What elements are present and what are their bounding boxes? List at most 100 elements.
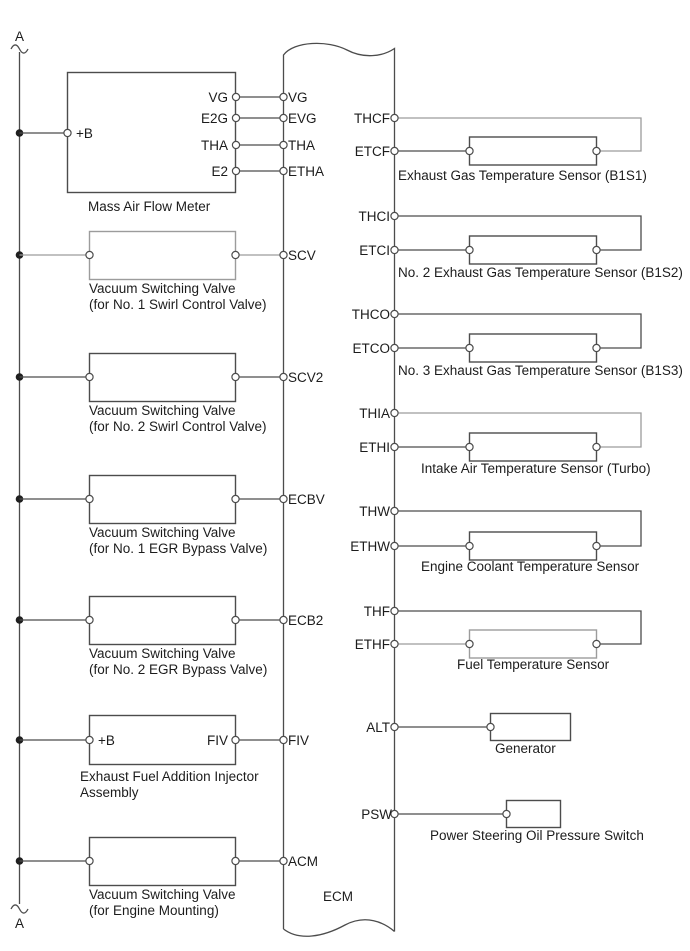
pin: [390, 113, 399, 123]
ecm-pin-label: FIV: [288, 733, 309, 748]
vsv-scv2-group: SCV2 Vacuum Switching Valve (for No. 2 S…: [19, 352, 323, 434]
ecm-pin-label: PSW: [361, 807, 392, 822]
break-tilde-top: [10, 44, 29, 54]
component-caption: Power Steering Oil Pressure Switch: [430, 828, 644, 843]
sensor-box: [468, 432, 598, 462]
egt-sensor-1-group: THCF ETCF Exhaust Gas Temperature Sensor…: [354, 111, 647, 183]
pin: [63, 128, 72, 138]
component-box: [88, 230, 237, 281]
ecm-outline: [282, 42, 396, 937]
pin: [279, 250, 288, 260]
sensor-caption: Exhaust Gas Temperature Sensor (B1S1): [398, 168, 647, 183]
pin: [279, 494, 288, 504]
iat-sensor-group: THIA ETHI Intake Air Temperature Sensor …: [359, 406, 650, 476]
pin: [231, 166, 241, 176]
pin: [279, 615, 288, 625]
pin: [592, 245, 601, 255]
component-caption-line2: (for No. 2 Swirl Control Valve): [89, 419, 267, 434]
component-box: [88, 352, 237, 403]
connector-label-bottom: A: [15, 916, 24, 931]
component-caption-line2: (for No. 1 Swirl Control Valve): [89, 297, 267, 312]
component-box: [505, 799, 562, 829]
pin: [592, 541, 601, 551]
ecm-pin-label: ECBV: [288, 492, 325, 507]
pin: [465, 639, 474, 649]
component-caption-line1: Vacuum Switching Valve: [89, 887, 236, 902]
egt-sensor-2-group: THCI ETCI No. 2 Exhaust Gas Temperature …: [359, 209, 683, 280]
pin: [231, 735, 240, 745]
pin: [592, 442, 601, 452]
pin: [279, 166, 288, 176]
pin: [85, 494, 94, 504]
pin: [465, 343, 474, 353]
pin: [85, 615, 94, 625]
pin: [231, 372, 240, 382]
vsv-acm-group: ACM Vacuum Switching Valve (for Engine M…: [19, 836, 318, 918]
pin: [390, 639, 399, 649]
ecm-pin-label: THA: [288, 138, 315, 153]
component-caption-line1: Vacuum Switching Valve: [89, 646, 236, 661]
sensor-loop-wire: [395, 313, 642, 349]
ecm-pin-label: ETCO: [352, 341, 390, 356]
pin: [390, 146, 399, 156]
pin: [592, 343, 601, 353]
pin: [390, 309, 399, 319]
ecm-pin-label: THF: [364, 604, 390, 619]
maf-wires: [19, 96, 283, 172]
pin: [390, 343, 399, 353]
ecm-pin-label: THCF: [354, 111, 390, 126]
pin: [486, 722, 495, 732]
ecm-pin-label: THCI: [359, 209, 391, 224]
ecm-pin-label: ETCF: [355, 144, 390, 159]
ecm-pin-label: THIA: [359, 406, 390, 421]
pin: [390, 245, 399, 255]
component-caption-line1: Vacuum Switching Valve: [89, 525, 236, 540]
sensor-loop-wire: [395, 412, 642, 448]
pin: [231, 250, 240, 260]
component-caption-line2: (for No. 2 EGR Bypass Valve): [89, 662, 267, 677]
maf-pin-power-label: +B: [76, 126, 93, 141]
ps-oil-pressure-switch-group: PSW Power Steering Oil Pressure Switch: [361, 799, 644, 843]
ecm-pin-label: ETCI: [359, 243, 390, 258]
fuel-temp-sensor-group: THF ETHF Fuel Temperature Sensor: [355, 604, 642, 672]
pin: [502, 809, 511, 819]
pin: [390, 408, 399, 418]
component-caption-line1: Exhaust Fuel Addition Injector: [80, 769, 259, 784]
component-box: [489, 712, 572, 742]
sensor-caption: Intake Air Temperature Sensor (Turbo): [421, 461, 651, 476]
component-caption-line2: (for Engine Mounting): [89, 903, 219, 918]
pin: [390, 211, 399, 221]
sensor-box: [468, 235, 598, 265]
pin: [231, 113, 241, 123]
sensor-box: [468, 531, 598, 561]
pin: [279, 113, 288, 123]
component-caption: Generator: [495, 741, 556, 756]
ecm-pin-label: ACM: [288, 854, 318, 869]
ecm-label: ECM: [323, 889, 353, 904]
component-caption-line2: (for No. 1 EGR Bypass Valve): [89, 541, 267, 556]
vsv-ecb2-group: ECB2 Vacuum Switching Valve (for No. 2 E…: [19, 595, 323, 677]
component-caption-line1: Vacuum Switching Valve: [89, 403, 236, 418]
sensor-loop-wire: [395, 215, 642, 251]
pin: [231, 140, 241, 150]
pin: [390, 722, 399, 732]
pin: [592, 146, 601, 156]
pin: [390, 606, 399, 616]
pin: [85, 372, 94, 382]
ecm-pin-label: ETHA: [288, 164, 324, 179]
ecm-pin-label: ETHF: [355, 637, 390, 652]
egt-sensor-3-group: THCO ETCO No. 3 Exhaust Gas Temperature …: [352, 307, 683, 378]
injector-pin-power-label: +B: [98, 733, 115, 748]
power-bus: A A: [10, 29, 29, 931]
ect-sensor-group: THW ETHW Engine Coolant Temperature Sens…: [350, 504, 642, 574]
pin: [231, 856, 240, 866]
sensor-caption: No. 2 Exhaust Gas Temperature Sensor (B1…: [398, 265, 683, 280]
ecm-pin-label: SCV: [288, 248, 316, 263]
pin: [279, 372, 288, 382]
fuel-injector-group: +B FIV FIV Exhaust Fuel Addition Injecto…: [19, 714, 309, 800]
pin: [85, 856, 94, 866]
sensor-loop-wire: [395, 117, 642, 152]
sensor-box: [468, 136, 598, 166]
pin: [465, 146, 474, 156]
sensor-caption: Engine Coolant Temperature Sensor: [421, 559, 640, 574]
